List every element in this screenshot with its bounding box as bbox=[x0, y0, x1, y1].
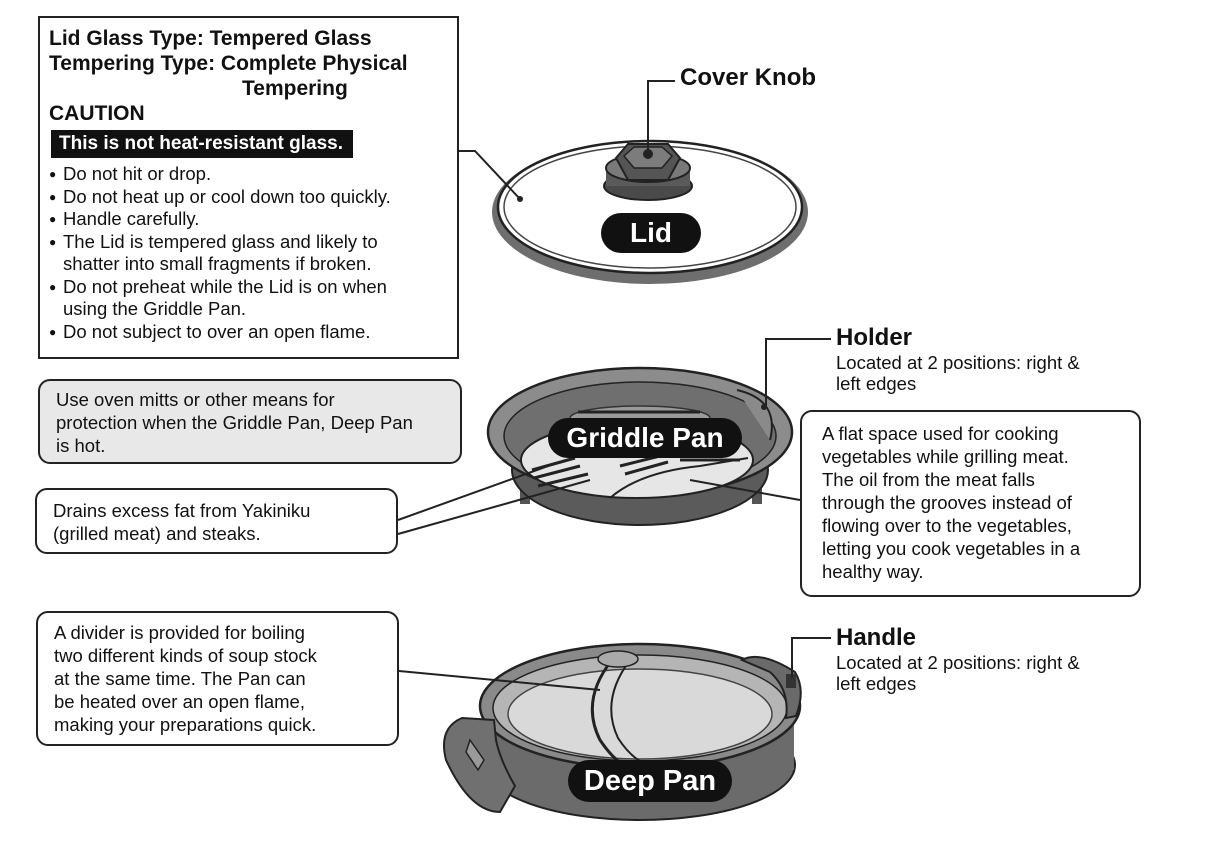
caution-item: Handle carefully. bbox=[49, 208, 449, 231]
callout-title: Holder bbox=[836, 324, 913, 351]
caution-item: Do not subject to over an open flame. bbox=[49, 321, 449, 344]
caution-list: Do not hit or drop. Do not heat up or co… bbox=[49, 163, 449, 343]
note-line: is hot. bbox=[56, 435, 106, 456]
tempering-type-text: Tempering Type: Complete Physical bbox=[49, 52, 408, 75]
deep-pan-label: Deep Pan bbox=[568, 760, 732, 802]
holder-callout: Holder Located at 2 positions: right & l… bbox=[836, 324, 1080, 394]
drains-fat-note: Drains excess fat from Yakiniku (grilled… bbox=[35, 488, 398, 554]
note-line: A divider is provided for boiling bbox=[54, 622, 305, 643]
note-line: vegetables while grilling meat. bbox=[822, 446, 1069, 467]
note-line: A flat space used for cooking bbox=[822, 423, 1059, 444]
note-line: letting you cook vegetables in a bbox=[822, 538, 1081, 559]
note-line: The oil from the meat falls bbox=[822, 469, 1035, 490]
callout-subtext: left edges bbox=[836, 373, 917, 394]
callout-subtext: Located at 2 positions: right & bbox=[836, 352, 1080, 373]
warning-banner: This is not heat-resistant glass. bbox=[51, 130, 354, 158]
cover-knob-callout: Cover Knob bbox=[680, 64, 816, 92]
caution-item: Do not hit or drop. bbox=[49, 163, 449, 186]
note-line: Drains excess fat from Yakiniku bbox=[53, 500, 311, 521]
note-line: healthy way. bbox=[822, 561, 924, 582]
caution-box: Lid Glass Type: Tempered Glass Tempering… bbox=[38, 16, 459, 359]
note-line: (grilled meat) and steaks. bbox=[53, 523, 261, 544]
callout-title: Handle bbox=[836, 624, 917, 651]
deep-pan-illustration bbox=[443, 642, 802, 821]
glass-type-text: Lid Glass Type: Tempered Glass bbox=[49, 27, 372, 50]
tempering-type-continuation: Tempering bbox=[242, 77, 348, 100]
handle-callout: Handle Located at 2 positions: right & l… bbox=[836, 624, 1080, 694]
divider-note: A divider is provided for boiling two di… bbox=[36, 611, 399, 746]
note-line: through the grooves instead of bbox=[822, 492, 1072, 513]
caution-heading: CAUTION bbox=[49, 102, 145, 125]
caution-item: The Lid is tempered glass and likely tos… bbox=[49, 231, 449, 276]
cover-knob-illustration bbox=[603, 143, 693, 201]
note-line: making your preparations quick. bbox=[54, 714, 317, 735]
lid-illustration bbox=[492, 139, 808, 284]
leader-lines bbox=[397, 80, 831, 691]
callout-subtext: left edges bbox=[836, 673, 917, 694]
callout-title: Cover Knob bbox=[680, 64, 817, 91]
note-line: protection when the Griddle Pan, Deep Pa… bbox=[56, 412, 413, 433]
oven-mitts-note: Use oven mitts or other means for protec… bbox=[38, 379, 462, 464]
caution-item: Do not heat up or cool down too quickly. bbox=[49, 186, 449, 209]
callout-subtext: Located at 2 positions: right & bbox=[836, 652, 1080, 673]
note-line: two different kinds of soup stock bbox=[54, 645, 317, 666]
flat-space-note: A flat space used for cooking vegetables… bbox=[800, 410, 1141, 597]
caution-item: Do not preheat while the Lid is on whenu… bbox=[49, 276, 449, 321]
note-line: flowing over to the vegetables, bbox=[822, 515, 1072, 536]
lid-label: Lid bbox=[601, 213, 701, 253]
note-line: at the same time. The Pan can bbox=[54, 668, 306, 689]
griddle-pan-label: Griddle Pan bbox=[548, 418, 742, 458]
note-line: be heated over an open flame, bbox=[54, 691, 305, 712]
note-line: Use oven mitts or other means for bbox=[56, 389, 335, 410]
